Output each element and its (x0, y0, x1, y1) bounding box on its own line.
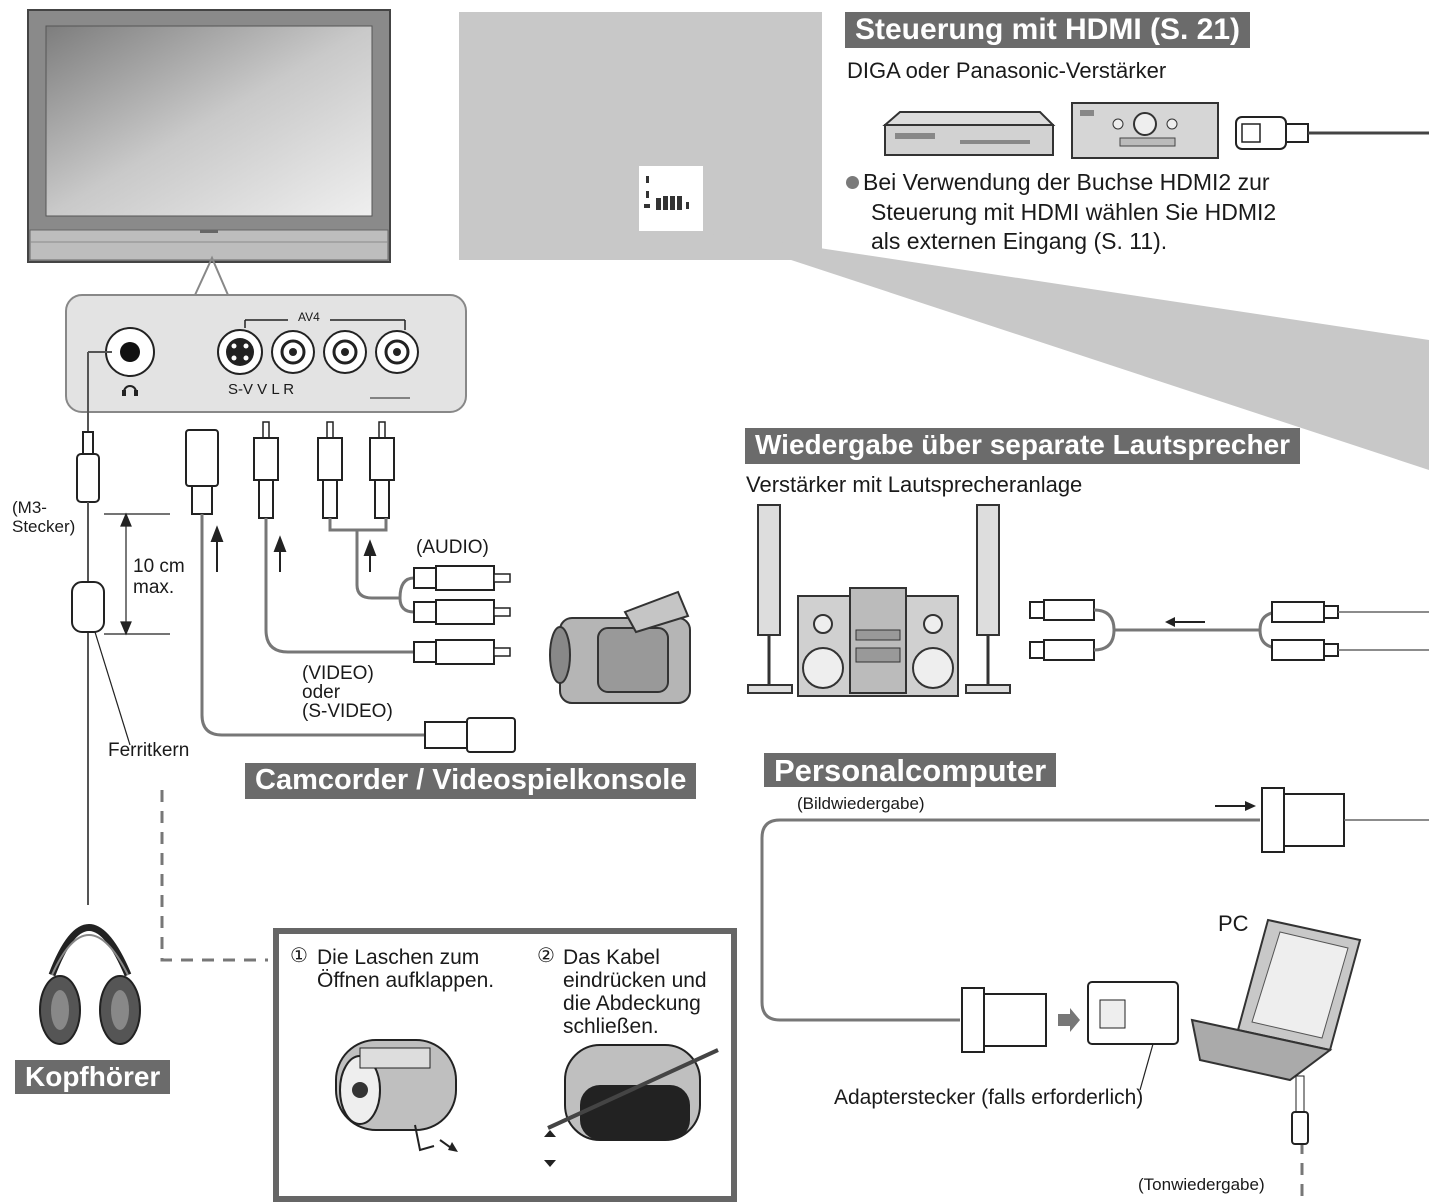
s-video-plug-icon (185, 429, 219, 515)
laptop-icon (1190, 918, 1362, 1145)
audio-r-jack-icon (375, 330, 419, 374)
av4-label: AV4 (298, 310, 320, 324)
video-rca-plug-icon (413, 639, 511, 665)
bullet-icon (846, 176, 859, 189)
ferrite-open-icon (335, 1039, 458, 1152)
ferrite-close-icon (544, 1044, 719, 1167)
audio-r-plug-icon (369, 421, 395, 519)
step1-text: Die Laschen zum Öffnen aufklappen. (317, 946, 495, 993)
speakers-title: Wiedergabe über separate Lautsprecher (745, 428, 1301, 464)
tv-illustration (27, 9, 391, 263)
step2-text: Das Kabel eindrücken und die Abdeckung s… (563, 946, 707, 1039)
camcorder-title: Camcorder / Videospielkonsole (245, 763, 697, 799)
hdmi-note-line2: Steuerung mit HDMI wählen Sie HDMI2 (871, 199, 1277, 225)
pc-vga-cable (760, 787, 1429, 1022)
up-arrows (210, 525, 377, 572)
audio-rca-plugs-icon (413, 565, 511, 625)
s-video-cable-plug-icon (424, 717, 516, 753)
picture-label: (Bildwiedergabe) (797, 794, 925, 813)
video-label: (VIDEO) oder (S-VIDEO) (302, 663, 393, 722)
headphones-icon (39, 924, 141, 1045)
sound-label: (Tonwiedergabe) (1138, 1175, 1265, 1194)
speaker-rca-cable (1029, 599, 1429, 661)
pc-title: Personalcomputer (764, 753, 1057, 787)
hdmi-title: Steuerung mit HDMI (S. 21) (845, 12, 1251, 48)
audio-label: (AUDIO) (416, 537, 489, 558)
step1-number: ① (290, 945, 308, 967)
speakers-subtitle: Verstärker mit Lautsprecheranlage (746, 472, 1083, 497)
tv-side-panel (65, 294, 467, 413)
hdmi-subtitle: DIGA oder Panasonic-Verstärker (847, 58, 1167, 83)
headphone-jack-icon (105, 327, 155, 377)
amplifier-icon (1071, 102, 1219, 159)
hdmi-plug-icon (1235, 116, 1429, 150)
hdmi-note-line1: Bei Verwendung der Buchse HDMI2 zur (863, 169, 1270, 195)
audio-l-jack-icon (323, 330, 367, 374)
hdmi-note-line3: als externen Eingang (S. 11). (871, 228, 1168, 254)
m3-plug-label: (M3- Stecker) (12, 498, 76, 537)
adapter-plug-icon (1087, 981, 1179, 1091)
headphone-cable (71, 351, 131, 905)
ferrite-label: Ferritkern (108, 740, 190, 761)
distance-label: 10 cm max. (133, 556, 185, 599)
pc-label: PC (1218, 911, 1249, 936)
jack-labels: S-V V L R (228, 381, 295, 398)
adapter-label: Adapterstecker (falls erforderlich) (834, 1086, 1144, 1109)
speaker-system-icon (747, 504, 1011, 697)
diga-recorder-icon (882, 111, 1056, 156)
video-jack-icon (271, 330, 315, 374)
magnifier-beam (700, 230, 1429, 470)
ferrite-core-icon (71, 581, 105, 633)
vga-plug-icon (961, 987, 1080, 1053)
camcorder-icon (549, 590, 691, 704)
hdmi-note: Bei Verwendung der Buchse HDMI2 zur (846, 170, 1270, 194)
headphone-title: Kopfhörer (15, 1060, 171, 1094)
s-video-jack-icon (217, 329, 263, 375)
audio-l-plug-icon (317, 421, 343, 519)
headphone-symbol-icon (122, 385, 138, 396)
video-plug-icon (253, 421, 279, 519)
step2-number: ② (537, 945, 555, 967)
